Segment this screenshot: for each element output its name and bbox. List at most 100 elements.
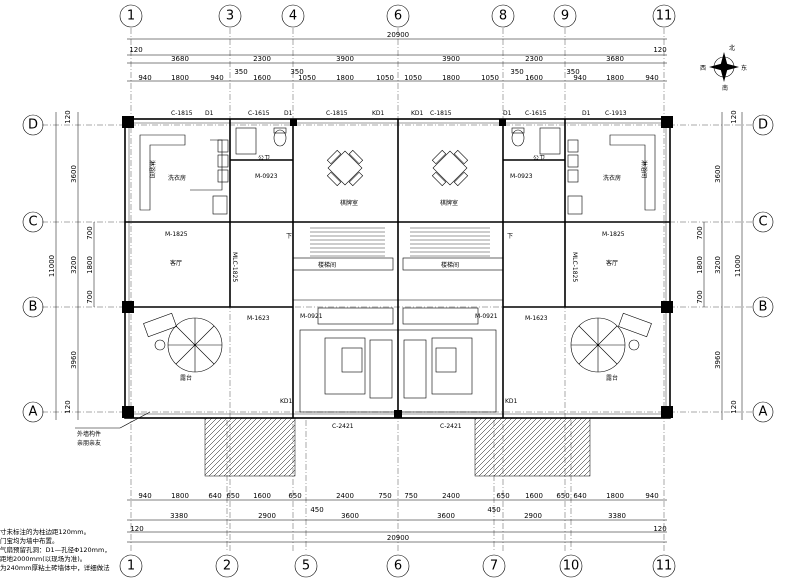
dim-text: 350 [510, 68, 523, 76]
dim-text: 1050 [298, 74, 316, 82]
dim-text: 700 [86, 290, 94, 303]
dim-text: 940 [210, 74, 223, 82]
dim-text: 1050 [404, 74, 422, 82]
vent-label: KD1 [505, 398, 518, 405]
row-axis-bubbles: D D C C B B A A [22, 114, 774, 423]
window-label: C-1815 [171, 110, 193, 117]
columns [122, 116, 673, 418]
axis-bubble [559, 554, 583, 578]
axis-bubble [119, 4, 143, 28]
vent-label: KD1 [372, 110, 385, 117]
dim-text: 120 [64, 110, 72, 123]
dim-text: 1800 [336, 74, 354, 82]
stair-landing [402, 257, 504, 271]
axis-label: 11 [656, 559, 673, 574]
note-line: 门宝均为墙中布置。 [0, 537, 59, 545]
dim-text: 120 [653, 525, 666, 533]
room-living: 客厅 [170, 259, 182, 267]
vent-label: D1 [205, 110, 214, 117]
room-toilet: 公卫 [258, 155, 270, 162]
axis-label: C [758, 215, 767, 230]
axis-bubble [386, 4, 410, 28]
dim-text: 11000 [734, 255, 742, 277]
grid-lines [42, 28, 752, 552]
dim-text: 1800 [171, 492, 189, 500]
dim-text: 20900 [387, 534, 409, 542]
dim-text: 120 [730, 110, 738, 123]
chess-table-icon [326, 149, 364, 187]
axis-bubble [752, 296, 774, 318]
dim-text: 20900 [387, 31, 409, 39]
axis-label: 9 [561, 9, 569, 24]
top-dimensions: 20900 120 120 3680 2300 3900 3900 2300 3… [127, 31, 667, 82]
column [661, 406, 673, 418]
chess-tables [326, 149, 469, 187]
dim-text: 3200 [70, 256, 78, 274]
axis-bubble [22, 114, 44, 136]
left-dimensions: 11000 3600 3200 3960 700 1800 700 120 12… [48, 110, 95, 420]
axis-label: A [29, 405, 38, 420]
note-line: 为240mm厚粘土砖墙体中，详细做法 [0, 564, 110, 572]
axis-label: 6 [394, 9, 402, 24]
right-dimensions: 11000 3600 3200 3960 700 1800 700 120 12… [696, 110, 743, 420]
dim-text: 120 [64, 400, 72, 413]
dim-text: 1800 [171, 74, 189, 82]
dim-text: 2900 [258, 512, 276, 520]
door-label: M-1623 [525, 315, 548, 322]
axis-bubble [22, 211, 44, 233]
toilet-icon [511, 129, 525, 147]
column [122, 301, 134, 313]
axis-bubble [22, 401, 44, 423]
dim-text: 3600 [341, 512, 359, 520]
axis-bubble [752, 114, 774, 136]
stair-landing [292, 257, 394, 271]
dim-text: 650 [496, 492, 509, 500]
column [661, 116, 673, 128]
room-shower: 淋浴间 [148, 160, 156, 178]
chess-table-icon [431, 149, 469, 187]
door-label: M-1825 [602, 231, 625, 238]
dim-text: 1600 [253, 492, 271, 500]
dim-text: 3900 [336, 55, 354, 63]
dim-text: 700 [696, 290, 704, 303]
dim-text: 120 [653, 46, 666, 54]
door-label: MLC-1825 [231, 252, 238, 282]
window-label: C-1815 [430, 110, 452, 117]
door-label: M-0923 [255, 173, 278, 180]
dim-text: 2400 [442, 492, 460, 500]
dim-text: 1800 [696, 256, 704, 274]
door-label: M-0921 [300, 313, 323, 320]
compass-icon: 北 南 东 西 [700, 44, 747, 92]
room-stairs: 楼梯间 [318, 261, 336, 269]
axis-bubble [491, 4, 515, 28]
door-label: M-0921 [475, 313, 498, 320]
dim-text: 350 [234, 68, 247, 76]
column [661, 301, 673, 313]
column [394, 410, 402, 418]
entrance-block [317, 307, 479, 399]
dim-text: 3680 [606, 55, 624, 63]
door-label: M-1623 [247, 315, 270, 322]
door-label: M-1825 [165, 231, 188, 238]
terrace-parasol-icon [143, 312, 223, 373]
compass-west: 西 [700, 65, 706, 72]
dim-text: 940 [138, 74, 151, 82]
dim-text: 350 [566, 68, 579, 76]
walls [124, 118, 671, 419]
dim-text: 940 [645, 492, 658, 500]
notes-block: 寸未标注的为柱边距120mm。 门宝均为墙中布置。 气扇预留孔洞：D1—孔径Φ1… [0, 528, 111, 573]
terrace-parasol-icon [570, 312, 652, 373]
dim-text: 350 [290, 68, 303, 76]
laundry-fixtures [139, 134, 656, 215]
dim-text: 3200 [714, 256, 722, 274]
axis-label: 3 [226, 9, 234, 24]
axis-label: B [759, 300, 768, 315]
dim-text: 940 [645, 74, 658, 82]
stairs [292, 227, 504, 271]
compass-south: 南 [722, 84, 728, 92]
dim-text: 120 [129, 46, 142, 54]
dim-text: 1800 [442, 74, 460, 82]
dim-text: 1600 [525, 74, 543, 82]
column [122, 406, 134, 418]
compass-north: 北 [729, 44, 735, 52]
